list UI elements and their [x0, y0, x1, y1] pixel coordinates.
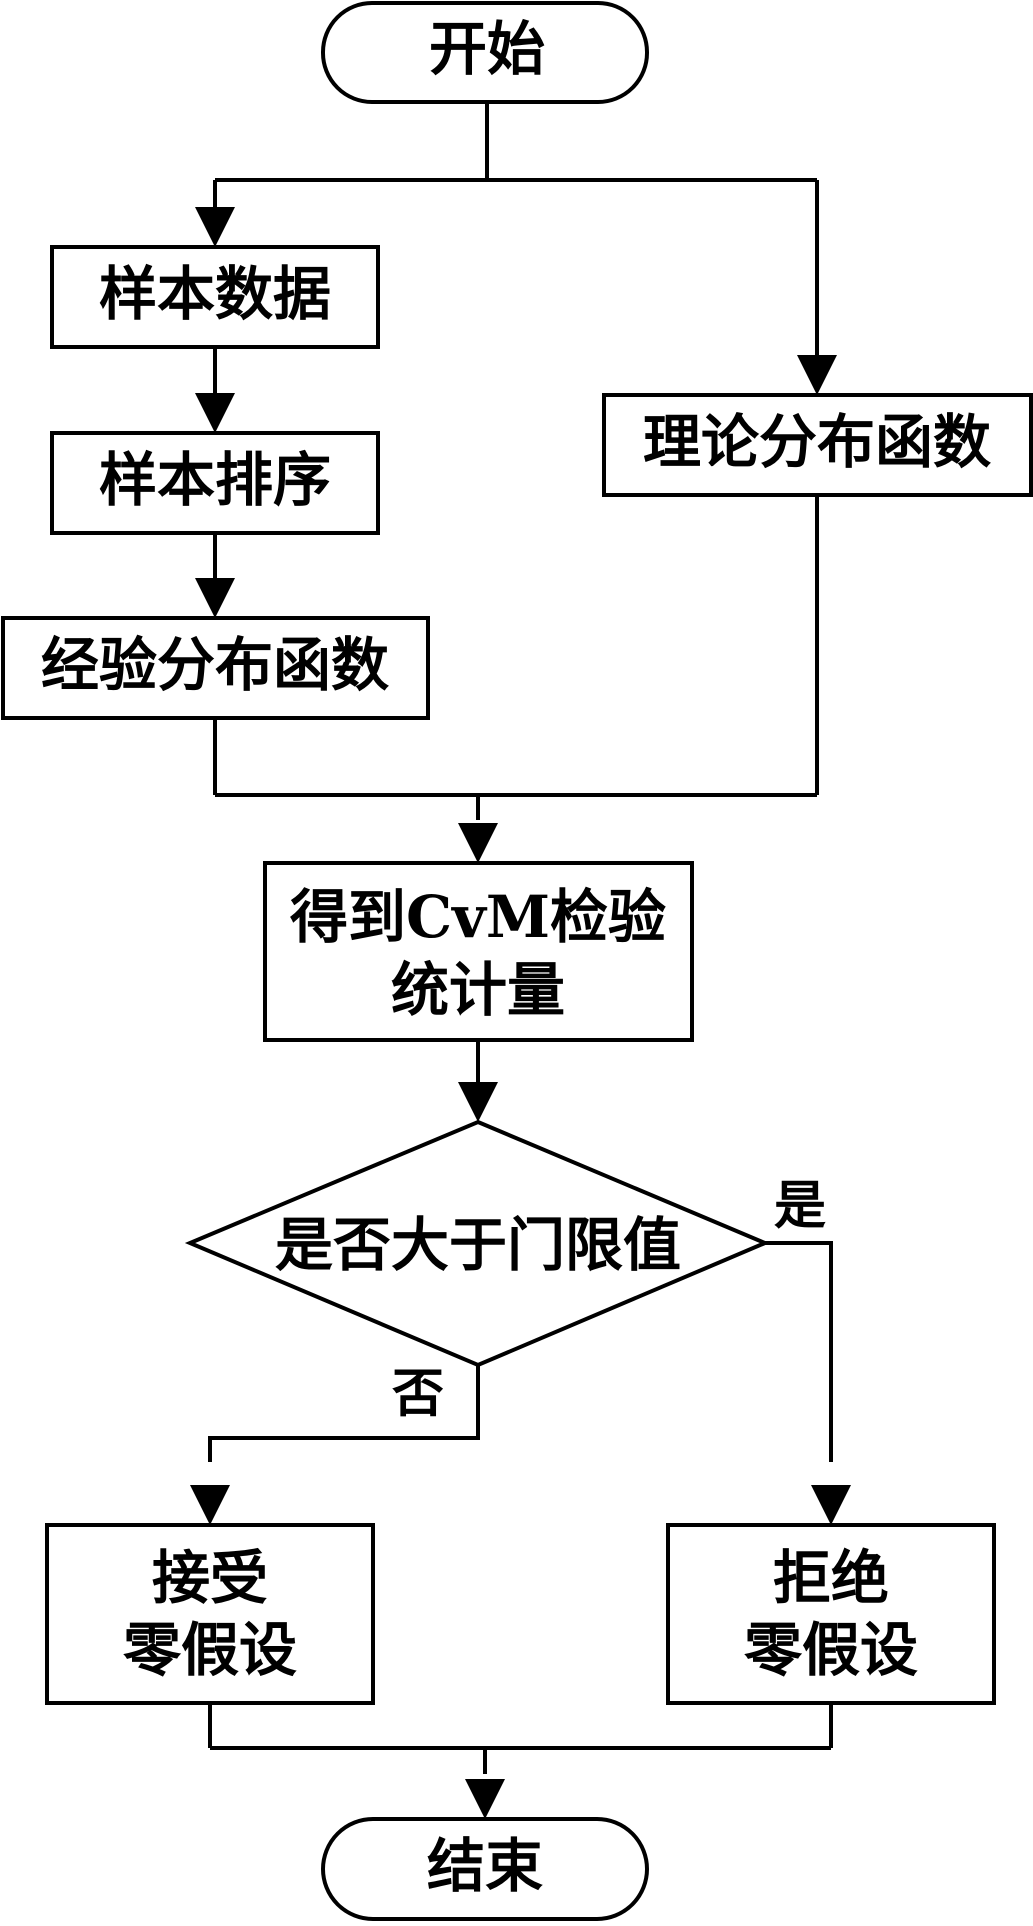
- cvm-statistic-label-line2: 统计量: [391, 956, 565, 1024]
- cvm-statistic-node: 得到CvM检验 统计量: [263, 861, 694, 1042]
- theoretical-cdf-box: [602, 393, 1033, 497]
- sample-sort-node: 样本排序: [50, 431, 380, 535]
- accept-label-line1: 接受: [152, 1544, 268, 1612]
- arrowhead-reject: [811, 1485, 851, 1525]
- sample-data-node: 样本数据: [50, 245, 380, 349]
- end-node: 结束: [321, 1817, 649, 1921]
- empirical-cdf-node: 经验分布函数: [1, 616, 430, 720]
- accept-box: [45, 1523, 375, 1705]
- theoretical-cdf-label: 理论分布函数: [643, 408, 991, 476]
- sample-sort-box: [50, 431, 380, 535]
- arrowhead-sample-data: [195, 207, 235, 247]
- reject-label-line2: 零假设: [744, 1616, 918, 1684]
- start-label: 开始: [429, 15, 545, 83]
- empirical-cdf-box: [1, 616, 430, 720]
- decision-label: 是否大于门限值: [275, 1211, 681, 1279]
- connectors: [208, 102, 833, 1774]
- connector-decision-yes: [765, 1241, 833, 1462]
- cvm-statistic-box: [263, 861, 694, 1042]
- arrowhead-sample-sort: [195, 393, 235, 433]
- accept-label-line2: 零假设: [123, 1616, 297, 1684]
- decision-diamond: [184, 1119, 771, 1368]
- start-terminal-shape: [321, 1, 649, 104]
- reject-node: 拒绝 零假设: [666, 1523, 996, 1705]
- branch-label-yes: 是: [774, 1176, 826, 1237]
- branch-label-no: 否: [392, 1364, 444, 1425]
- sample-sort-label: 样本排序: [99, 446, 331, 514]
- sample-data-label: 样本数据: [99, 260, 331, 328]
- reject-label-line1: 拒绝: [773, 1544, 889, 1612]
- end-terminal-shape: [321, 1817, 649, 1921]
- connector-decision-no: [208, 1365, 480, 1462]
- arrowhead-accept: [190, 1485, 230, 1525]
- arrowhead-decision: [458, 1082, 498, 1122]
- arrowhead-theoretical-cdf: [797, 355, 837, 395]
- cvm-statistic-label-line1: 得到CvM检验: [290, 883, 666, 951]
- accept-node: 接受 零假设: [45, 1523, 375, 1705]
- arrowheads: [190, 207, 851, 1819]
- theoretical-cdf-node: 理论分布函数: [602, 393, 1033, 497]
- reject-box: [666, 1523, 996, 1705]
- arrowhead-empirical-cdf: [195, 578, 235, 618]
- arrowhead-end: [465, 1779, 505, 1819]
- start-node: 开始: [321, 1, 649, 104]
- branch-labels: 是 否: [392, 1176, 826, 1425]
- decision-node: 是否大于门限值: [184, 1119, 771, 1368]
- sample-data-box: [50, 245, 380, 349]
- empirical-cdf-label: 经验分布函数: [41, 631, 389, 699]
- arrowhead-cvm: [458, 823, 498, 863]
- end-label: 结束: [427, 1832, 543, 1900]
